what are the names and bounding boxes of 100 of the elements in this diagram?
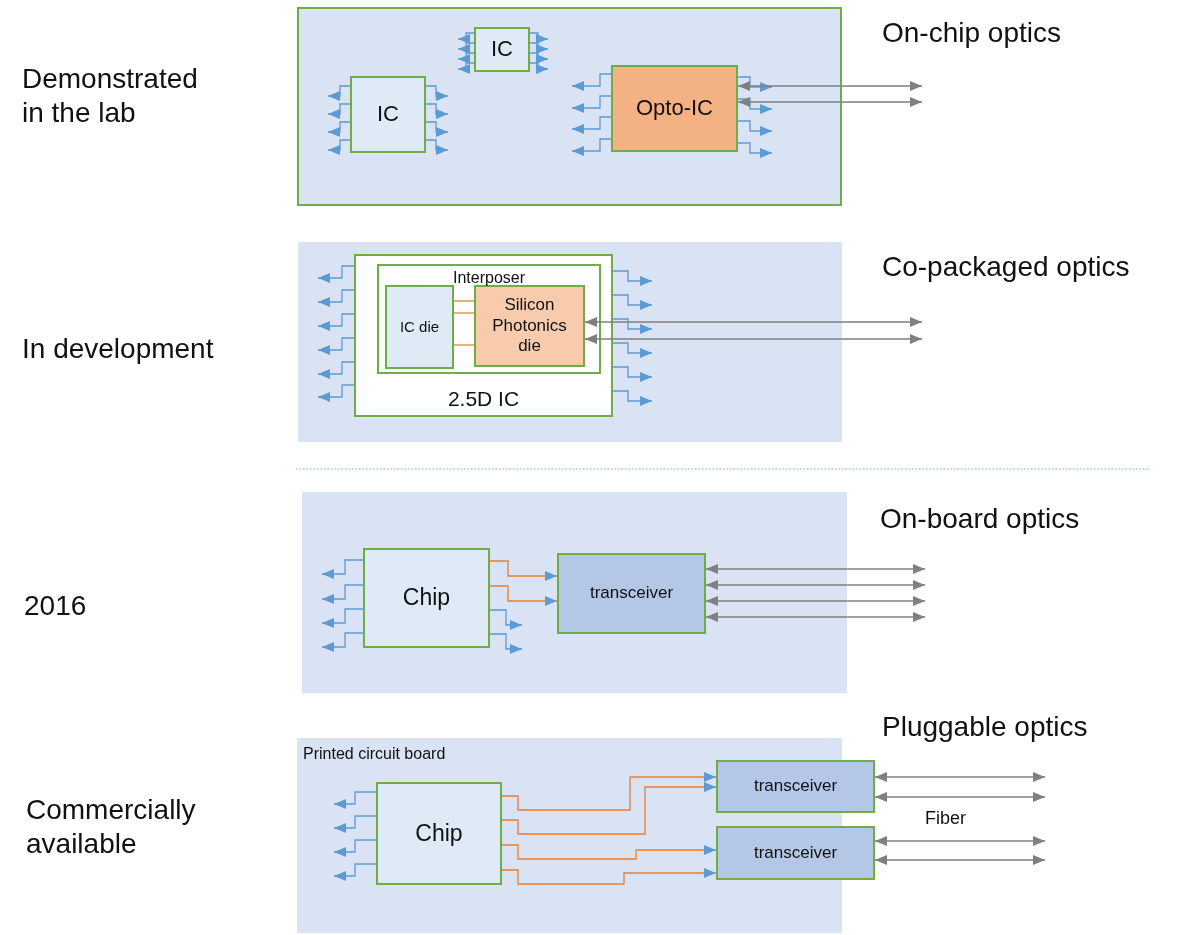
arrow (321, 584, 364, 604)
transceiver-box (716, 826, 875, 880)
stage-label: On-board optics (880, 502, 1081, 536)
panel-background (297, 7, 842, 206)
box-label: IC die (399, 318, 440, 336)
panel-background (302, 492, 847, 693)
chip-box (611, 65, 738, 152)
arrow (501, 868, 717, 885)
stage-label: Pluggable optics (882, 710, 1089, 744)
arrow (501, 844, 717, 860)
arrow (489, 609, 523, 630)
panel-background (298, 242, 842, 442)
transceiver-box (716, 760, 875, 813)
arrow (612, 318, 653, 334)
arrow (317, 337, 355, 355)
box-label: transceiver (753, 842, 838, 864)
arrow (529, 32, 549, 44)
arrow (612, 342, 653, 358)
arrow (737, 142, 773, 158)
arrow (571, 73, 612, 91)
connector-line (453, 312, 475, 314)
double-arrow (705, 612, 926, 622)
arrow (327, 121, 351, 137)
arrow (321, 608, 364, 628)
arrow (501, 782, 717, 835)
double-arrow (705, 580, 926, 590)
box-label: Interposer (452, 268, 525, 288)
arrow (571, 116, 612, 134)
double-arrow (584, 334, 923, 344)
connector-line (453, 300, 475, 302)
connector-line (453, 344, 475, 346)
die-box (474, 285, 585, 367)
box-label: transceiver (589, 583, 674, 604)
chip-box (350, 76, 426, 153)
box-label: IC (491, 36, 513, 63)
double-arrow (874, 855, 1046, 865)
arrow (333, 791, 377, 809)
stage-label: Demonstrated in the lab (22, 62, 199, 130)
interposer-box (377, 264, 601, 374)
arrow (612, 270, 653, 286)
box-label: Printed circuit board (303, 744, 446, 764)
box-label: transceiver (753, 776, 838, 797)
arrow (571, 95, 612, 113)
box-label: Opto-IC (636, 95, 713, 122)
arrow (317, 384, 355, 402)
double-arrow (874, 792, 1046, 802)
arrow (317, 313, 355, 331)
double-arrow (705, 596, 926, 606)
double-arrow (705, 564, 926, 574)
arrow (333, 863, 377, 881)
die-box (385, 285, 454, 369)
arrow (321, 559, 364, 579)
arrow (612, 294, 653, 310)
arrow (457, 42, 475, 54)
arrow (457, 62, 475, 74)
arrow (333, 815, 377, 833)
arrow (317, 289, 355, 307)
stage-label: In development (22, 332, 215, 366)
arrow (425, 103, 449, 119)
arrow (425, 139, 449, 155)
double-arrow (874, 772, 1046, 782)
arrow (327, 85, 351, 101)
arrow (317, 265, 355, 283)
arrow (489, 560, 558, 581)
box-label: IC (377, 101, 399, 128)
arrow (327, 139, 351, 155)
arrow (571, 138, 612, 156)
fiber-label: Fiber (925, 808, 967, 830)
arrow (529, 52, 549, 64)
arrow (529, 62, 549, 74)
box-label: Silicon Photonics die (491, 295, 568, 357)
arrow (737, 120, 773, 136)
stage-label: 2016 (24, 589, 88, 623)
stage-label: On-chip optics (882, 16, 1062, 50)
arrow (317, 361, 355, 379)
arrow (737, 98, 773, 114)
chip-box (376, 782, 502, 885)
double-arrow (584, 317, 923, 327)
arrow (612, 390, 653, 406)
arrow (489, 585, 558, 606)
transceiver-box (557, 553, 706, 634)
arrow (501, 772, 717, 811)
arrow (425, 85, 449, 101)
double-arrow (874, 836, 1046, 846)
arrow (612, 366, 653, 382)
arrow (529, 42, 549, 54)
box-label: 2.5D IC (447, 385, 520, 411)
arrow (425, 121, 449, 137)
chip-box (474, 27, 530, 72)
package-box (354, 254, 613, 417)
arrow (457, 52, 475, 64)
arrow (489, 633, 523, 654)
stage-label: Commercially available (26, 793, 197, 861)
stage-label: Co-packaged optics (882, 250, 1131, 284)
double-arrow (737, 97, 923, 107)
arrow (737, 76, 773, 92)
arrow (333, 839, 377, 857)
arrow (457, 32, 475, 44)
box-label: Chip (402, 584, 451, 612)
chip-box (363, 548, 490, 648)
